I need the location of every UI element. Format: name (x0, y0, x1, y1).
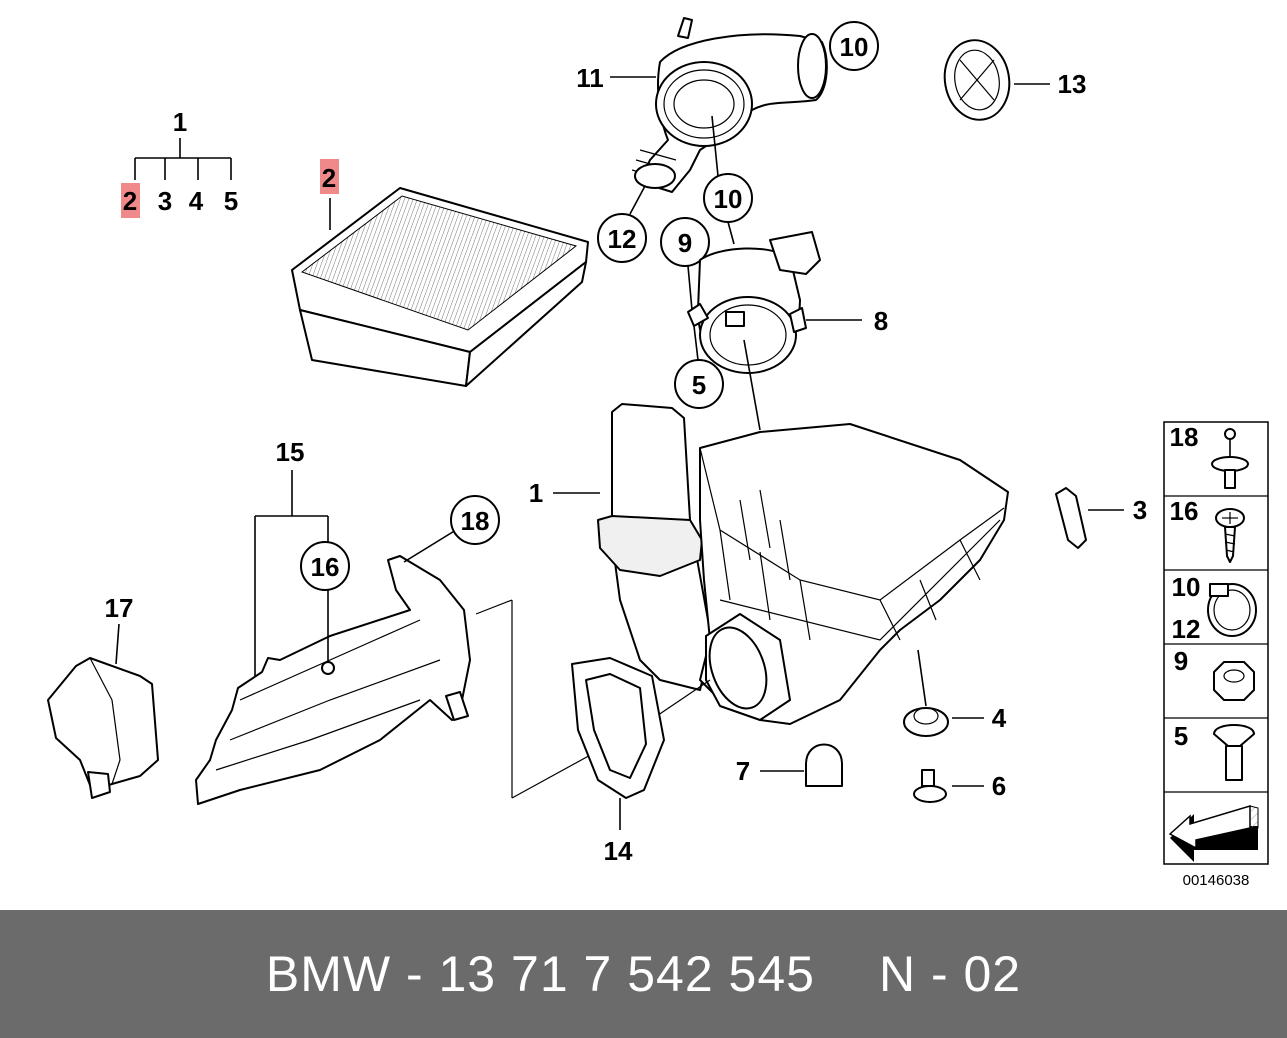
label-part-1-housing[interactable]: 1 (529, 478, 543, 508)
part-number-text: BMW - 13 71 7 542 545 N - 02 (266, 945, 1021, 1003)
label-part-5-circle[interactable]: 5 (692, 370, 706, 400)
label-part-10-top[interactable]: 10 (840, 32, 869, 62)
callout-part-18: 18 (403, 495, 500, 563)
label-part-17[interactable]: 17 (105, 593, 134, 623)
label-part-13[interactable]: 13 (1058, 69, 1087, 99)
diagram-canvas: 1 2 3 4 5 2 11 (47, 17, 1269, 889)
grommet-part-4: 4 (903, 649, 1007, 737)
intake-duct: 15 (195, 437, 471, 805)
hardware-legend: 18 16 10 12 9 5 (1163, 421, 1269, 889)
seal-part-14: 14 (571, 657, 665, 866)
label-part-4-grommet[interactable]: 4 (992, 703, 1007, 733)
highlight-part-2-tree (121, 183, 140, 218)
label-part-5-tree[interactable]: 5 (224, 186, 238, 216)
heat-shield-part-17: 17 (47, 593, 159, 799)
label-part-14[interactable]: 14 (604, 836, 633, 866)
air-filter-housing: 1 (529, 403, 1009, 725)
legend-screw-icon (1215, 508, 1245, 563)
label-part-1-tree[interactable]: 1 (173, 107, 187, 137)
highlight-part-2-filter (320, 159, 339, 194)
parts-diagram: 1 2 3 4 5 2 11 (47, 17, 1269, 889)
legend-rivet-icon (1211, 428, 1249, 489)
label-part-11[interactable]: 11 (576, 63, 604, 93)
callout-part-12: 12 (597, 185, 647, 263)
label-part-2-filter[interactable]: 2 (322, 163, 336, 193)
legend-label-12[interactable]: 12 (1172, 614, 1201, 644)
label-part-10-mid[interactable]: 10 (714, 184, 743, 214)
part-number-bar: BMW - 13 71 7 542 545 N - 02 (0, 910, 1287, 1038)
label-part-3-tree[interactable]: 3 (158, 186, 172, 216)
diagram-reference-label: N - 02 (878, 946, 1022, 1002)
legend-label-9[interactable]: 9 (1174, 646, 1188, 676)
legend-label-5[interactable]: 5 (1174, 721, 1188, 751)
diagram-code: 00146038 (1183, 872, 1250, 889)
callout-part-5: 5 (674, 325, 724, 409)
legend-label-16[interactable]: 16 (1170, 496, 1199, 526)
label-part-12[interactable]: 12 (608, 224, 637, 254)
label-part-7[interactable]: 7 (736, 756, 750, 786)
label-part-3-clip[interactable]: 3 (1133, 495, 1147, 525)
legend-hose-clamp-icon (1207, 583, 1257, 637)
callout-part-16: 16 (300, 541, 350, 591)
mass-air-flow-sensor: 8 (687, 231, 888, 374)
legend-label-10[interactable]: 10 (1172, 572, 1201, 602)
callout-part-10-mid: 10 (703, 115, 753, 245)
rivet-part-6: 6 (913, 769, 1006, 803)
legend-bolt-icon (1213, 724, 1255, 781)
callout-part-9: 9 (660, 217, 710, 311)
label-part-4-tree[interactable]: 4 (189, 186, 204, 216)
legend-nut-icon (1213, 661, 1255, 701)
label-part-8[interactable]: 8 (874, 306, 888, 336)
clip-part-3: 3 (1055, 487, 1147, 549)
air-filter-element: 2 (291, 159, 589, 387)
part-number-label: BMW - 13 71 7 542 545 (265, 946, 815, 1002)
legend-arrow-icon (1168, 804, 1259, 862)
intake-hose: 11 (576, 17, 828, 193)
callout-part-10-top: 10 (829, 21, 879, 71)
cap-part-7: 7 (736, 743, 843, 787)
label-part-6[interactable]: 6 (992, 771, 1006, 801)
label-part-15[interactable]: 15 (276, 437, 305, 467)
label-part-16-circle[interactable]: 16 (311, 552, 340, 582)
legend-label-18[interactable]: 18 (1170, 422, 1199, 452)
grommet-part-13: 13 (943, 39, 1087, 121)
parts-tree: 1 2 3 4 5 (121, 107, 238, 218)
label-part-18-circle[interactable]: 18 (461, 506, 490, 536)
label-part-9[interactable]: 9 (678, 228, 692, 258)
label-part-2-tree[interactable]: 2 (123, 186, 137, 216)
